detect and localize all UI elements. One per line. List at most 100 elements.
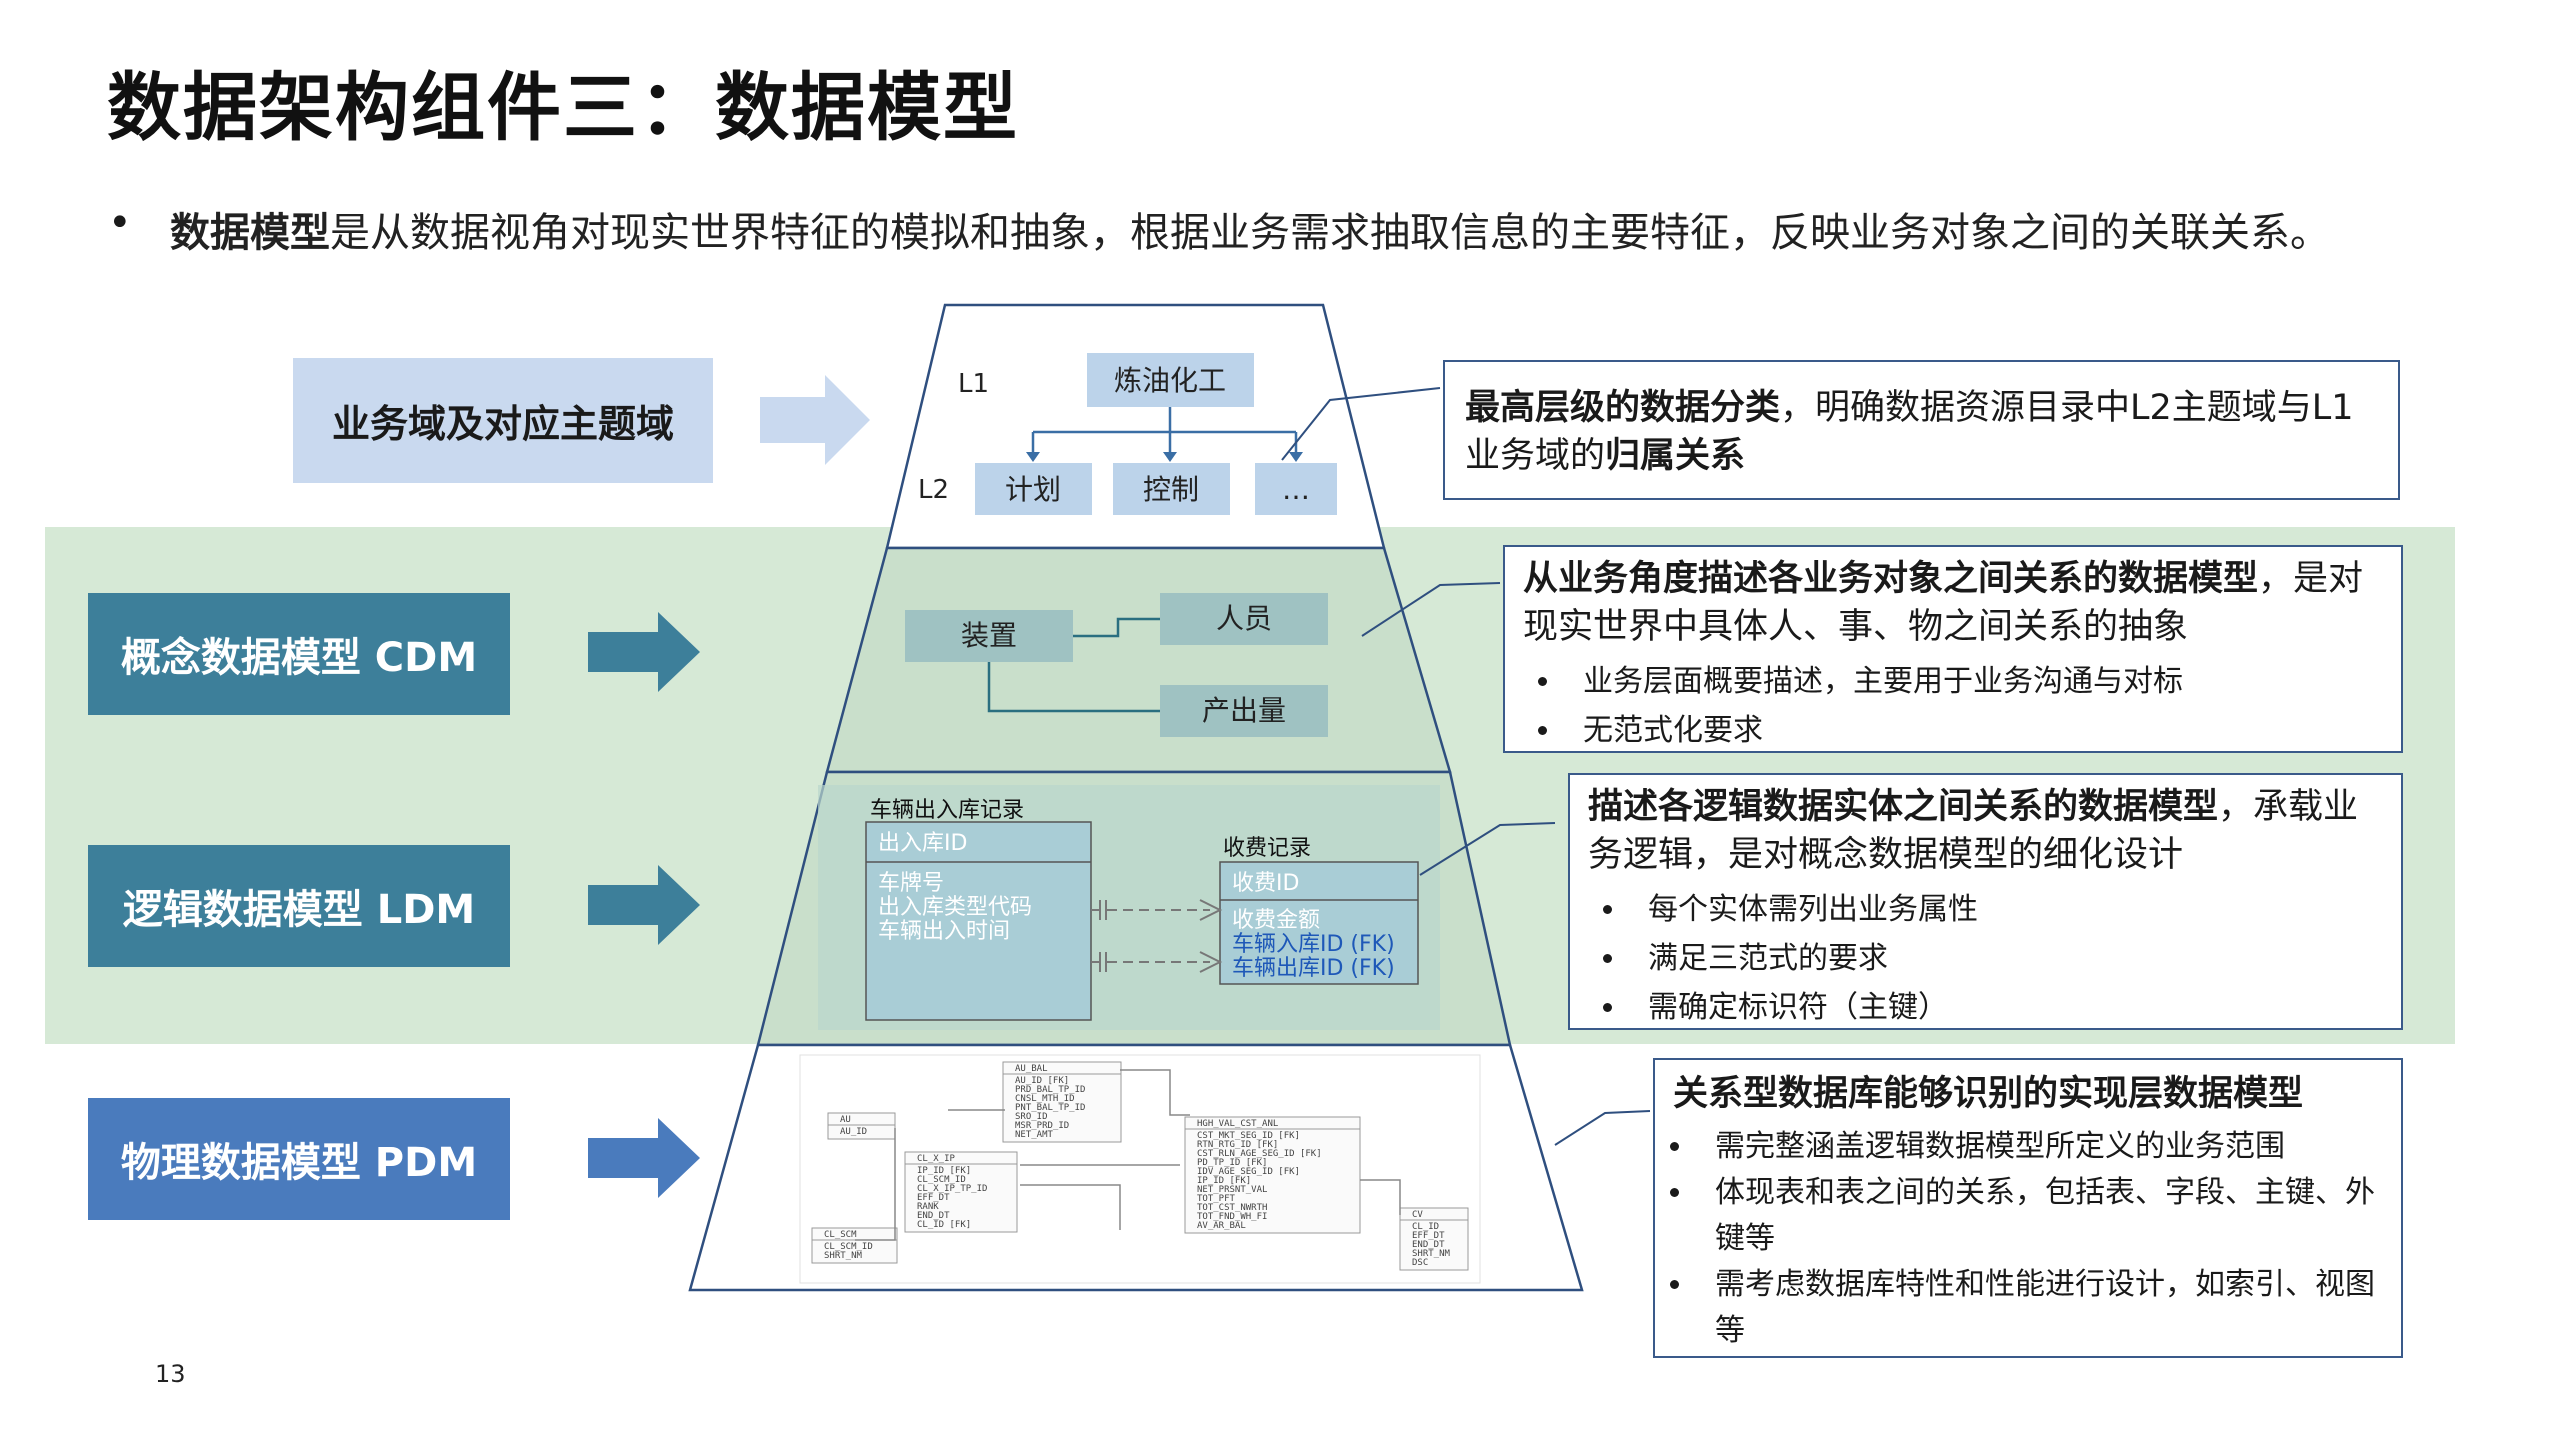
pdm-level-box: 物理数据模型 PDM xyxy=(88,1098,510,1220)
cdm-node-b-label: 人员 xyxy=(1216,602,1272,635)
pdm-table-name: CL_SCM xyxy=(824,1230,857,1240)
ldm-crowsfoot xyxy=(1099,899,1223,973)
l2-node-label-1: 计划 xyxy=(1005,473,1061,506)
l2-node-box-2 xyxy=(1113,463,1230,515)
pdm-table-field: MSR_PRD_ID xyxy=(1015,1121,1069,1131)
cdm-callout-line xyxy=(1361,582,1501,637)
domain-desc-bold-1: 最高层级的数据分类 xyxy=(1465,388,1781,428)
cdm-relationship-lines xyxy=(987,617,1160,713)
ldm-table2 xyxy=(1219,861,1419,985)
ldm-callout-line xyxy=(1419,822,1556,876)
pdm-table-4: HGH_VAL_CST_ANL CST_MKT_SEG_ID [FK]RTN_RT… xyxy=(1184,1116,1361,1234)
l1-label: L1 xyxy=(958,369,989,399)
ldm-table2-key: 收费ID xyxy=(1232,871,1299,896)
ldm-table1-field-2: 出入库类型代码 xyxy=(878,895,1032,920)
pdm-table-field: CST_MKT_SEG_ID [FK] xyxy=(1197,1131,1300,1141)
pdm-diagram-panel xyxy=(799,1054,1481,1284)
pdm-tables: AU_BAL AU_ID [FK]PRD_BAL_TP_IDCNSL_MTH_ID… xyxy=(811,1061,1469,1271)
pdm-table-field: AU_ID xyxy=(840,1127,867,1137)
pdm-table-name: HGH_VAL_CST_ANL xyxy=(1197,1119,1278,1129)
pdm-arrow-icon xyxy=(588,1118,700,1198)
cdm-desc-headline-bold: 从业务角度描述各业务对象之间关系的数据模型 xyxy=(1523,559,2259,599)
pdm-table-field: CL_ID [FK] xyxy=(917,1220,971,1230)
cdm-node-c-box xyxy=(1160,685,1328,737)
pdm-table-field: PNT_BAL_TP_ID xyxy=(1015,1103,1085,1113)
pdm-table-field: AU_ID [FK] xyxy=(1015,1076,1069,1086)
domain-level-box: 业务域及对应主题域 xyxy=(293,358,713,483)
pdm-desc-headline-bold: 关系型数据库能够识别的实现层数据模型 xyxy=(1673,1074,2304,1114)
pdm-table-box xyxy=(1399,1207,1469,1271)
pdm-table-field: CST_RLN_AGE_SEG_ID [FK] xyxy=(1197,1149,1322,1159)
pdm-desc-headline: 关系型数据库能够识别的实现层数据模型 xyxy=(1673,1070,2383,1118)
ldm-level-box: 逻辑数据模型 LDM xyxy=(88,845,510,967)
cdm-desc-headline-rest: ，是对现实世界中具体人、事、物之间关系的抽象 xyxy=(1523,559,2364,647)
pdm-table-field: RTN_RTG_ID [FK] xyxy=(1197,1140,1278,1150)
domain-desc-bold-2: 归属关系 xyxy=(1605,436,1746,476)
ldm-table1-field-3: 车辆出入时间 xyxy=(878,919,1010,944)
pdm-table-field: TOT_CST_NWRTH xyxy=(1197,1203,1267,1213)
cdm-node-a-label: 装置 xyxy=(961,619,1017,652)
domain-level-label: 业务域及对应主题域 xyxy=(331,402,674,446)
intro-text: 数据模型是从数据视角对现实世界特征的模拟和抽象，根据业务需求抽取信息的主要特征，… xyxy=(170,200,2330,258)
ldm-table1-field-1: 车牌号 xyxy=(878,871,944,896)
intro-bold: 数据模型 xyxy=(170,210,330,256)
pdm-table-field: PRD_BAL_TP_ID xyxy=(1015,1085,1085,1095)
ldm-desc-bullet-2: 满足三范式的要求 xyxy=(1628,934,2383,983)
pdm-table-field: IP_ID [FK] xyxy=(917,1166,971,1176)
pdm-table-field: RANK xyxy=(917,1202,939,1212)
l1-node-label: 炼油化工 xyxy=(1114,364,1226,397)
pdm-table-box xyxy=(1002,1061,1122,1143)
page-title: 数据架构组件三：数据模型 xyxy=(107,65,1019,151)
domain-desc-box: 最高层级的数据分类，明确数据资源目录中L2主题域与L1业务域的归属关系 xyxy=(1443,360,2400,500)
ldm-desc-bullets: 每个实体需列出业务属性 满足三范式的要求 需确定标识符（主键） xyxy=(1588,885,2383,1032)
l2-node-label-3: … xyxy=(1282,473,1310,506)
pdm-table-box xyxy=(811,1227,898,1264)
hierarchy-connector xyxy=(1031,407,1298,458)
pdm-table-name: CV xyxy=(1412,1210,1423,1220)
pdm-table-field: IDV_AGE_SEG_ID [FK] xyxy=(1197,1167,1300,1177)
ldm-table2-field: 收费金额 xyxy=(1232,908,1320,933)
l1-node-box xyxy=(1087,353,1254,407)
ldm-table1-key: 出入库ID xyxy=(878,831,967,856)
intro-rest: 是从数据视角对现实世界特征的模拟和抽象，根据业务需求抽取信息的主要特征，反映业务… xyxy=(330,210,2330,256)
ldm-table1-title: 车辆出入库记录 xyxy=(870,798,1024,823)
cdm-node-a-box xyxy=(905,610,1073,662)
pdm-table-field: END_DT xyxy=(917,1211,950,1221)
cdm-level-box: 概念数据模型 CDM xyxy=(88,593,510,715)
pdm-table-field: AV_AR_BAL xyxy=(1197,1221,1246,1231)
cdm-desc-box: 从业务角度描述各业务对象之间关系的数据模型，是对现实世界中具体人、事、物之间关系… xyxy=(1503,545,2403,753)
pdm-desc-bullets: 需完整涵盖逻辑数据模型所定义的业务范围 体现表和表之间的关系，包括表、字段、主键… xyxy=(1673,1124,2383,1354)
ldm-desc-headline: 描述各逻辑数据实体之间关系的数据模型，承载业务逻辑，是对概念数据模型的细化设计 xyxy=(1588,783,2383,879)
l2-node-box-1 xyxy=(975,463,1092,515)
ldm-table1 xyxy=(865,821,1092,1021)
pdm-table-name: AU_BAL xyxy=(1015,1064,1048,1074)
l2-node-label-2: 控制 xyxy=(1143,473,1199,506)
pdm-level-label: 物理数据模型 PDM xyxy=(120,1140,478,1186)
pdm-table-name: CL_X_IP xyxy=(917,1154,956,1164)
pdm-table-field: END_DT xyxy=(1412,1240,1445,1250)
pdm-table-field: EFF_DT xyxy=(917,1193,950,1203)
pdm-table-field: CNSL_MTH_ID xyxy=(1015,1094,1075,1104)
l2-label: L2 xyxy=(918,475,949,505)
pdm-table-field: EFF_DT xyxy=(1412,1231,1445,1241)
pdm-relationship-lines xyxy=(855,1069,1401,1241)
domain-desc-plain: ，明确数据资源目录中L2主题域与L1业务域的 xyxy=(1465,388,2354,476)
ldm-level-label: 逻辑数据模型 LDM xyxy=(122,887,476,933)
pdm-table-field: IP_ID [FK] xyxy=(1197,1176,1251,1186)
pdm-table-box xyxy=(827,1112,896,1140)
cdm-desc-bullet-2: 无范式化要求 xyxy=(1563,706,2383,755)
ldm-table2-fk-2: 车辆出库ID (FK) xyxy=(1232,956,1395,981)
cdm-desc-bullets: 业务层面概要描述，主要用于业务沟通与对标 无范式化要求 xyxy=(1523,657,2383,755)
ldm-desc-headline-bold: 描述各逻辑数据实体之间关系的数据模型 xyxy=(1588,787,2219,827)
pdm-table-field: TOT_PFT xyxy=(1197,1194,1236,1204)
cdm-level-label: 概念数据模型 CDM xyxy=(120,635,478,681)
ldm-relationship-lines xyxy=(1091,909,1210,963)
pdm-table-field: CL_ID xyxy=(1412,1222,1439,1232)
pdm-table-field: TOT_FND_WH_FI xyxy=(1197,1212,1267,1222)
ldm-desc-bullet-3: 需确定标识符（主键） xyxy=(1628,983,2383,1032)
pdm-table-field: CL_SCM_ID xyxy=(917,1175,966,1185)
